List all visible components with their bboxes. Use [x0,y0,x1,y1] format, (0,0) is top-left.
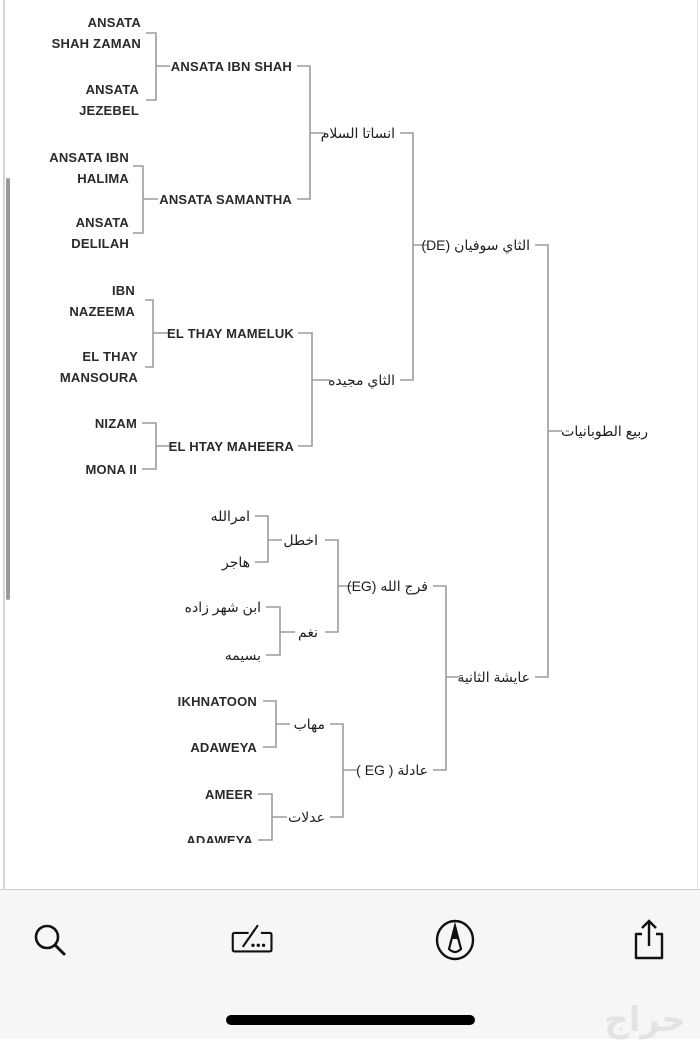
connector [433,585,460,771]
grandparent-name: EL THAY MAMELUK [167,326,294,341]
markup-icon [435,919,475,961]
markup-button[interactable] [433,918,477,962]
grandparent-name: مهاب [293,716,325,732]
connector [400,132,428,381]
ancestor-name: ANSATA SHAH ZAMAN [51,15,141,51]
ancestor-name: هاجر [221,554,250,570]
dam-name: عايشة الثانية [457,669,530,685]
signature-icon [231,924,273,953]
vertical-scrollbar[interactable] [6,178,10,600]
search-button[interactable] [28,918,72,962]
ancestor-name: ANSATA DELILAH [71,215,129,251]
connector [325,539,352,633]
connector [263,700,290,748]
page-border-right [697,0,698,889]
sire-sire-name: انساتا السلام [320,125,395,141]
ancestor-name: IKHNATOON [177,694,257,709]
home-indicator[interactable] [226,1015,475,1025]
connector [133,165,158,234]
bottom-toolbar: حراج [0,889,700,1039]
connector [297,65,325,200]
grandparent-name: ANSATA IBN SHAH [170,59,292,74]
ancestor-name: IBN NAZEEMA [69,283,135,319]
horse-name: ربيع الطوبانيات [561,423,648,439]
ancestor-name: EL THAY MANSOURA [59,349,138,385]
connector [258,793,287,841]
grandparent-name: ANSATA SAMANTHA [159,192,292,207]
ancestor-name: بسيمه [224,647,261,663]
search-icon [34,924,66,956]
sire-dam-name: الثاي مجيده [328,372,395,388]
share-icon [634,919,664,960]
connector [145,299,168,368]
ancestor-name: امرالله [210,508,250,524]
ancestor-name: ابن شهر زاده [184,599,261,615]
connector [146,32,170,101]
ancestor-name: ANSATA JEZEBEL [79,82,139,118]
connector [535,244,562,678]
watermark-logo: حراج [604,1001,686,1039]
pedigree-document: ANSATA SHAH ZAMAN ANSATA JEZEBEL ANSATA … [49,15,648,843]
share-button[interactable] [627,918,671,962]
ancestor-name: AMEER [205,787,253,802]
connector [330,723,357,818]
signature-button[interactable] [231,918,275,962]
dam-dam-name: عادلة ( EG ) [356,762,428,778]
sire-name: الثاي سوفيان (DE) [421,237,530,253]
connector [255,515,282,563]
connector [142,422,170,470]
dam-sire-name: فرج الله (EG) [346,578,428,594]
connector [266,606,295,656]
pedigree-connectors [133,32,562,841]
ancestor-name: NIZAM [94,416,137,431]
ancestor-name: ADAWEYA [190,740,257,755]
ancestor-name: ANSATA IBN HALIMA [49,150,129,186]
grandparent-name: عدلات [288,809,325,825]
grandparent-name: اخطل [283,532,318,548]
ancestor-name: MONA II [85,462,137,477]
page-border-left [3,0,5,889]
grandparent-name: EL HTAY MAHEERA [168,439,294,454]
grandparent-name: نغم [298,624,318,640]
ancestor-name: ADAWEYA [186,833,253,843]
connector [298,332,330,447]
